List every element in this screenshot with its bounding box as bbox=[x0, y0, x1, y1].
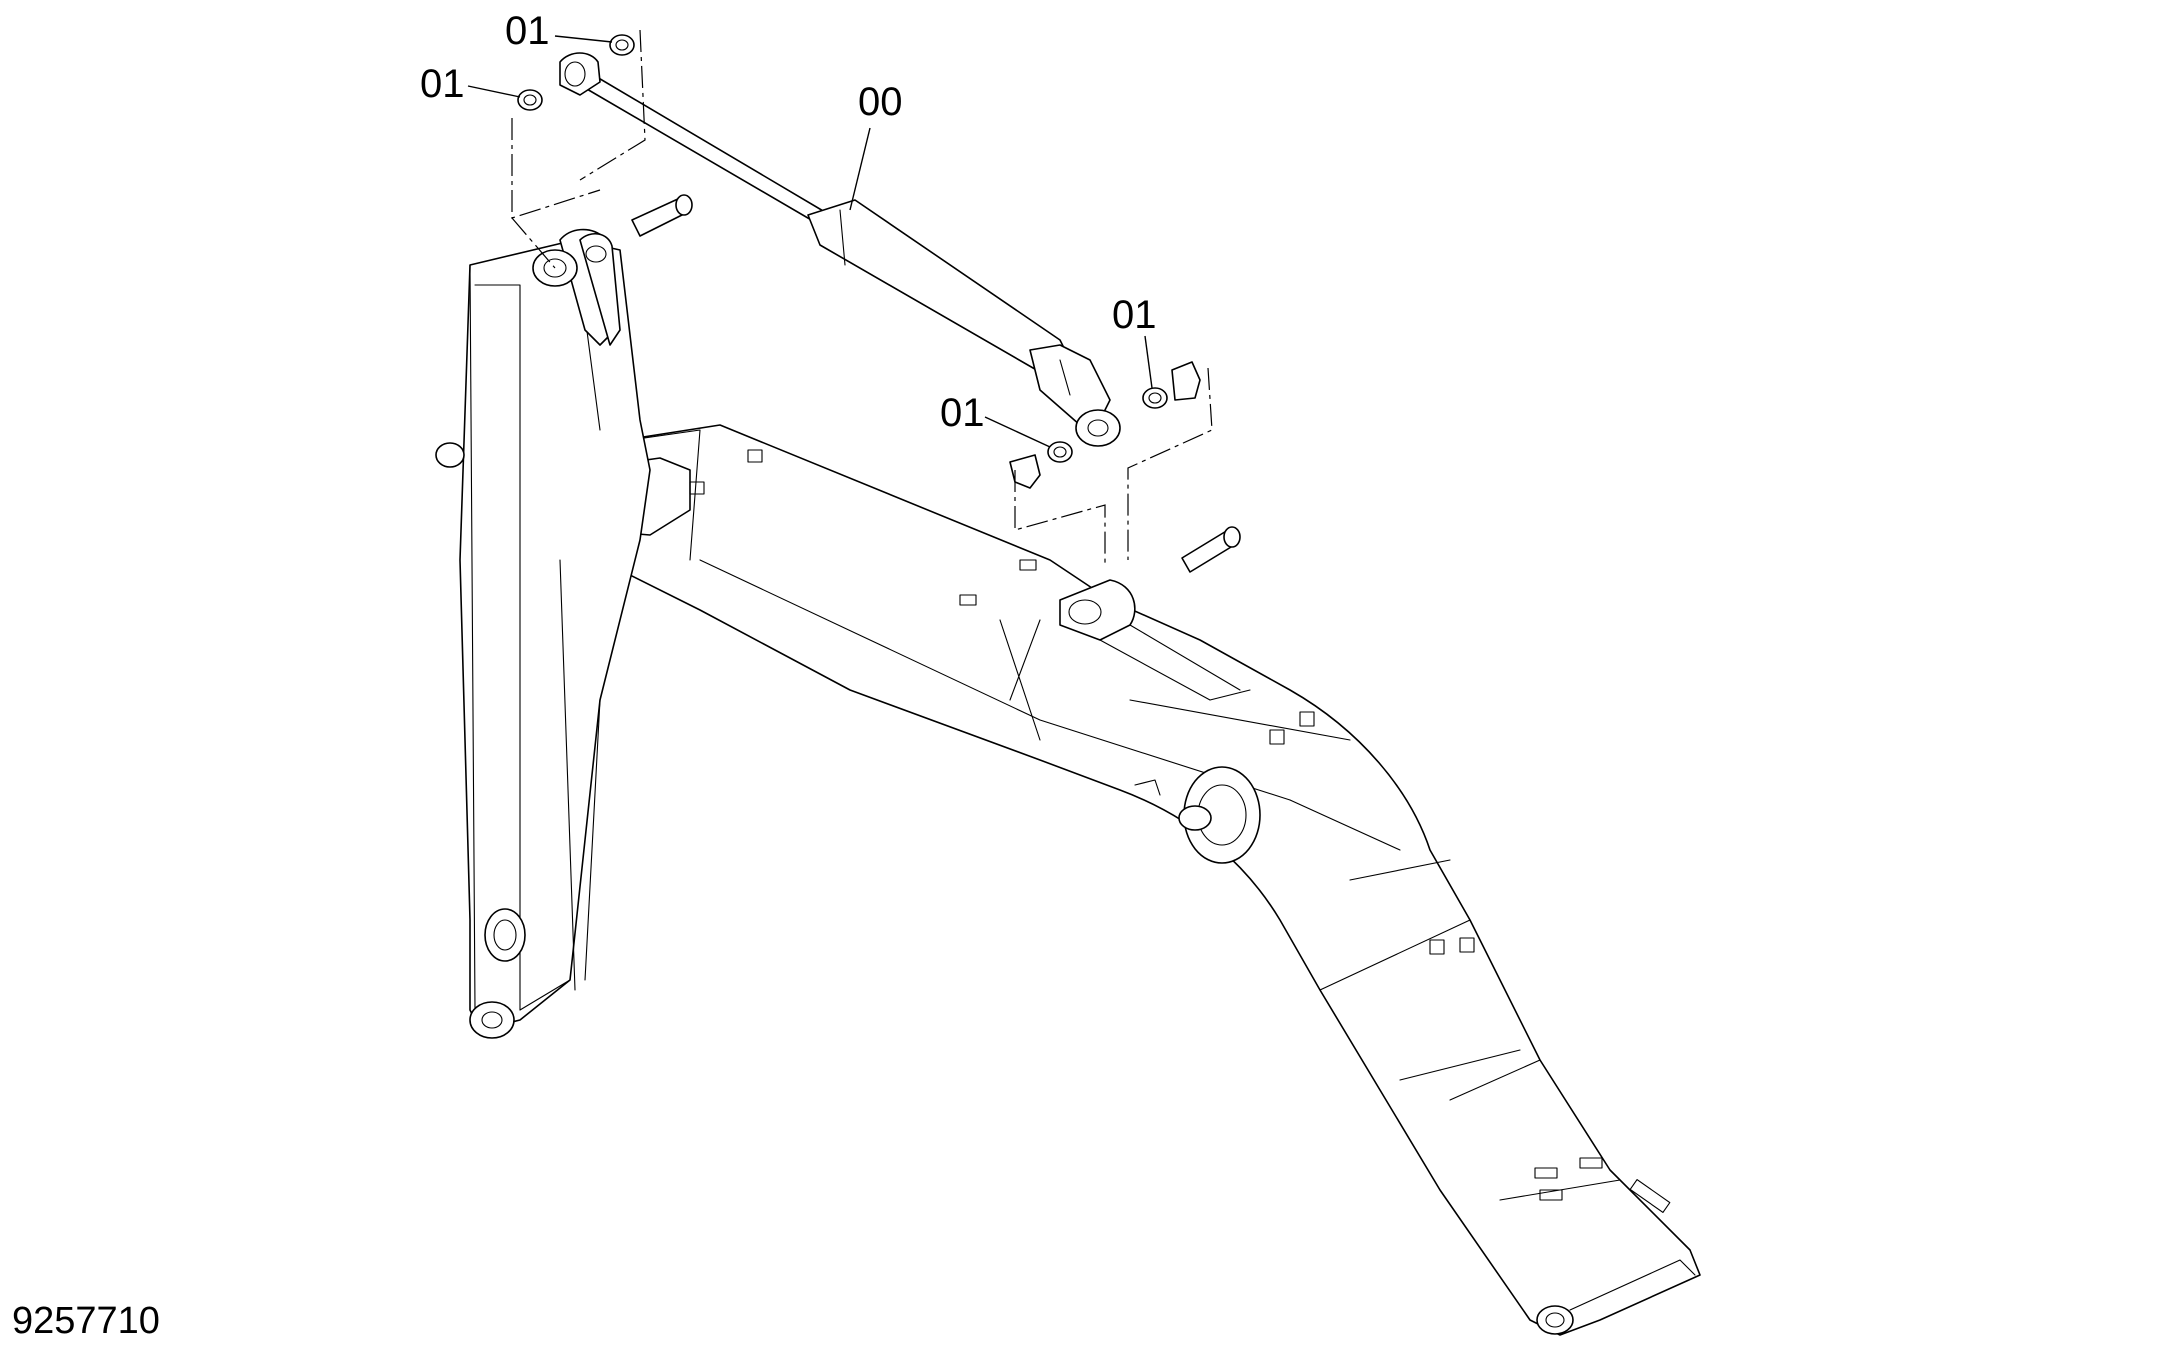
assembly-lines bbox=[511, 29, 1213, 565]
callout-label-00: 00 bbox=[858, 80, 903, 124]
callout-label-01: 01 bbox=[505, 9, 550, 53]
callout-00: 00 bbox=[849, 80, 903, 211]
callout-01-mid-left: 01 bbox=[940, 391, 1051, 448]
bushing-top-left bbox=[517, 89, 543, 111]
boom bbox=[559, 424, 1701, 1336]
bushing-mid-right bbox=[1142, 361, 1201, 409]
arm bbox=[435, 228, 651, 1039]
callout-label-01: 01 bbox=[420, 62, 465, 106]
callout-01-mid-right: 01 bbox=[1112, 293, 1157, 389]
callout-01-top-left: 01 bbox=[420, 62, 521, 106]
callout-label-01: 01 bbox=[940, 391, 985, 435]
pin-upper bbox=[631, 194, 693, 237]
callout-01-top-right: 01 bbox=[505, 9, 613, 53]
drawing-number: 9257710 bbox=[12, 1300, 160, 1342]
callout-label-01: 01 bbox=[1112, 293, 1157, 337]
hydraulic-cylinder bbox=[559, 52, 1121, 447]
pin-lower bbox=[1181, 526, 1241, 573]
bushing-top-right bbox=[609, 34, 635, 56]
bushing-mid-left bbox=[1009, 441, 1073, 489]
